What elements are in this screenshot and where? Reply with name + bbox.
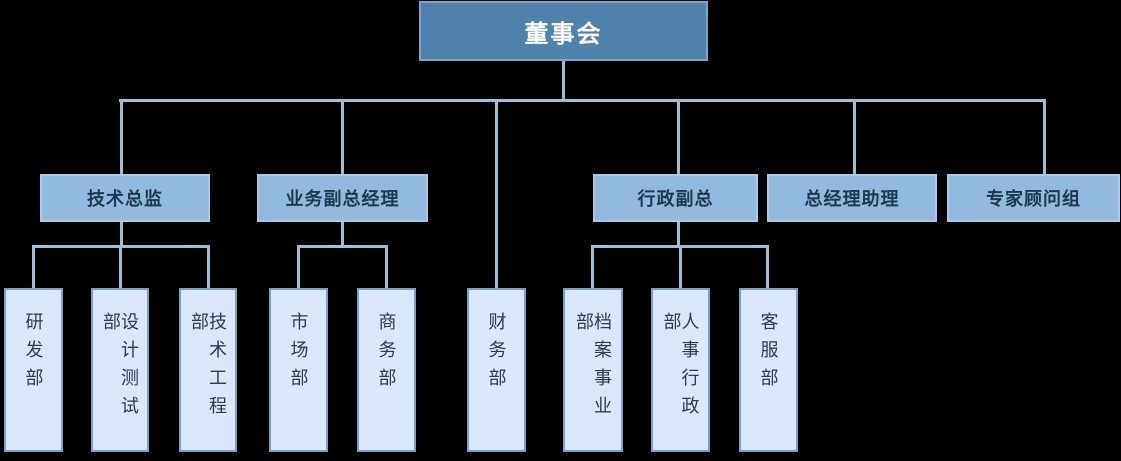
org-node-tech-director: 技术总监	[40, 174, 210, 222]
connector-drop-engineering	[207, 245, 210, 288]
org-node-commerce-dept: 商务部	[357, 288, 416, 452]
org-node-board-label: 董事会	[524, 20, 603, 48]
connector-drop-rd	[32, 245, 35, 288]
org-node-gm-assistant-label: 总经理助理	[804, 189, 900, 209]
org-node-admin-deputy: 行政副总	[593, 174, 758, 222]
org-node-finance-dept-label: 财务部	[486, 312, 507, 396]
org-node-customer-service-dept-label: 客服部	[758, 312, 779, 396]
org-node-tech-engineering-dept-label: 技术工程部	[189, 312, 227, 424]
org-node-gm-assistant: 总经理助理	[767, 174, 937, 222]
connector-drop-archives	[591, 245, 594, 288]
org-node-design-test-dept-label: 设计测试部	[101, 312, 139, 424]
org-node-business-deputy-gm-label: 业务副总经理	[285, 189, 400, 209]
org-node-marketing-dept-label: 市场部	[288, 312, 309, 396]
connector-admin-stem	[677, 222, 680, 248]
org-node-finance-dept: 财务部	[467, 288, 526, 452]
connector-drop-market	[297, 245, 300, 288]
connector-drop-business	[341, 99, 344, 174]
connector-drop-experts	[1043, 99, 1046, 174]
connector-drop-design	[119, 245, 122, 288]
org-node-customer-service-dept: 客服部	[739, 288, 798, 452]
connector-main-horizontal	[119, 99, 1046, 102]
org-node-hr-admin-dept: 人事行政部	[651, 288, 710, 452]
org-node-business-deputy-gm: 业务副总经理	[257, 174, 428, 222]
org-node-tech-engineering-dept: 技术工程部	[179, 288, 237, 452]
org-node-expert-advisors: 专家顾问组	[947, 174, 1120, 222]
org-node-board: 董事会	[419, 1, 708, 61]
connector-drop-finance	[495, 99, 498, 288]
connector-drop-service	[766, 245, 769, 288]
org-node-archives-dept-label: 档案事业部	[574, 312, 612, 424]
connector-drop-commerce	[385, 245, 388, 288]
connector-business-stem	[341, 222, 344, 248]
org-node-admin-deputy-label: 行政副总	[637, 189, 714, 209]
connector-tech-stem	[120, 222, 123, 248]
org-node-marketing-dept: 市场部	[269, 288, 328, 452]
connector-drop-hr	[679, 245, 682, 288]
connector-drop-tech	[120, 99, 123, 174]
org-node-commerce-dept-label: 商务部	[376, 312, 397, 396]
connector-drop-gm-assist	[853, 99, 856, 174]
org-node-tech-director-label: 技术总监	[87, 189, 163, 209]
org-node-design-test-dept: 设计测试部	[91, 288, 149, 452]
org-node-archives-dept: 档案事业部	[563, 288, 623, 452]
org-node-rd-dept: 研发部	[4, 288, 63, 452]
connector-drop-admin	[677, 99, 680, 174]
org-node-hr-admin-dept-label: 人事行政部	[661, 312, 700, 424]
connector-business-horizontal	[297, 245, 388, 248]
connector-root-stem	[562, 61, 565, 102]
org-node-expert-advisors-label: 专家顾问组	[986, 189, 1081, 209]
org-node-rd-dept-label: 研发部	[23, 312, 44, 396]
